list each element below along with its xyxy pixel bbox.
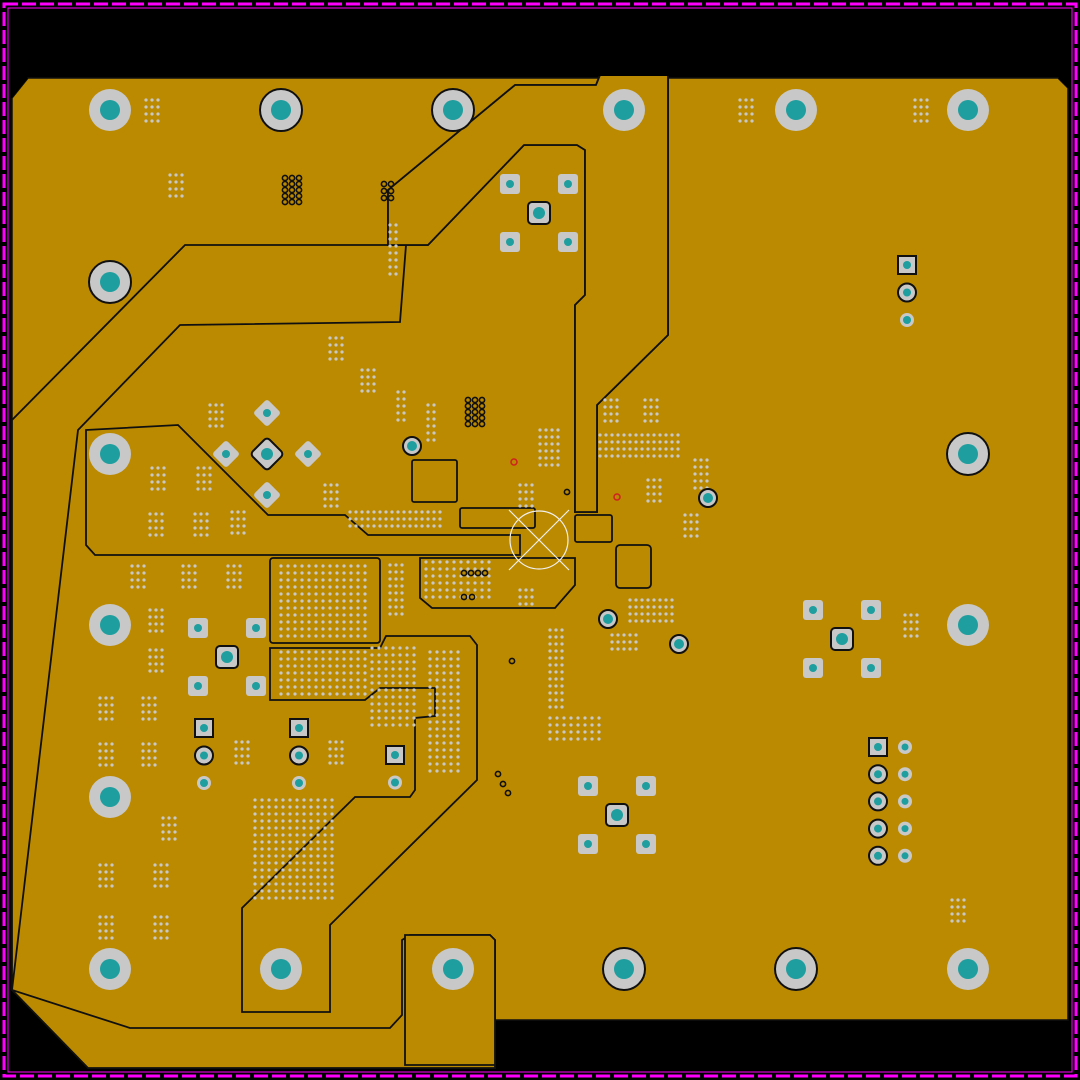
via-icon[interactable] [598, 609, 618, 629]
via-icon[interactable] [89, 604, 131, 646]
via-icon[interactable] [259, 88, 303, 132]
small-vias [281, 174, 571, 797]
connector-header[interactable] [385, 745, 405, 790]
via-icon[interactable] [89, 89, 131, 131]
component-footprint[interactable] [578, 776, 656, 854]
component-pads [188, 174, 917, 866]
via-icon[interactable] [774, 947, 818, 991]
copper-block-2[interactable] [241, 635, 478, 1013]
via-icon[interactable] [775, 89, 817, 131]
copper-region-top-mid[interactable] [387, 74, 669, 513]
keepout-top-right [1058, 78, 1070, 90]
component-footprint[interactable] [188, 618, 266, 696]
component-footprint[interactable] [212, 399, 322, 509]
via-icon[interactable] [432, 948, 474, 990]
copper-pad-ic[interactable] [411, 459, 458, 503]
via-icon[interactable] [947, 604, 989, 646]
via-icon[interactable] [89, 776, 131, 818]
component-footprint[interactable] [803, 600, 881, 678]
via-icon[interactable] [669, 634, 689, 654]
via-icon[interactable] [947, 89, 989, 131]
via-icon[interactable] [431, 88, 475, 132]
drc-marker-icon[interactable] [510, 458, 518, 466]
via-icon[interactable] [89, 433, 131, 475]
connector-header[interactable] [194, 718, 214, 790]
keepout-bottom-left [10, 992, 86, 1070]
copper-pad-right[interactable] [574, 514, 613, 543]
via-icon[interactable] [88, 260, 132, 304]
via-icon[interactable] [402, 436, 422, 456]
drc-marker-icon[interactable] [613, 493, 621, 501]
via-stitching [98, 98, 966, 940]
keepout-top-left [10, 78, 28, 98]
via-icon[interactable] [602, 947, 646, 991]
copper-pad-mid[interactable] [459, 507, 536, 529]
via-icon[interactable] [946, 432, 990, 476]
via-icon[interactable] [260, 948, 302, 990]
board-outline-inner [7, 7, 1073, 1073]
mounting-pads [88, 88, 990, 991]
via-icon[interactable] [89, 948, 131, 990]
via-icon[interactable] [947, 948, 989, 990]
component-footprint[interactable] [500, 174, 578, 252]
connector-header[interactable] [897, 255, 917, 327]
connector-header-2x5[interactable] [868, 737, 912, 866]
via-icon[interactable] [698, 488, 718, 508]
keepout-bottom-right [497, 1022, 1070, 1070]
copper-pad-ind[interactable] [615, 544, 652, 589]
via-icon[interactable] [603, 89, 645, 131]
keepout-top [10, 10, 1070, 76]
crosshair-icon[interactable] [508, 509, 570, 571]
connector-header[interactable] [289, 718, 309, 790]
copper-block-center[interactable] [419, 557, 576, 609]
